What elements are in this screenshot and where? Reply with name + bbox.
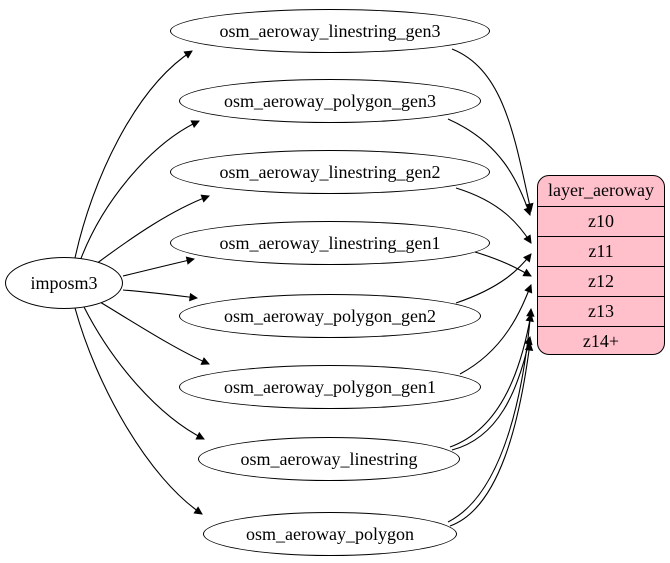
zoom-row-z14: z14+ (538, 326, 664, 354)
node-imposm3-label: imposm3 (30, 272, 98, 293)
table-label: osm_aeroway_linestring_gen1 (219, 232, 441, 253)
table-label: osm_aeroway_linestring_gen2 (219, 161, 441, 182)
zoom-row-z10: z10 (538, 206, 664, 236)
zoom-row-z12: z12 (538, 266, 664, 296)
node-osm_aeroway_linestring: osm_aeroway_linestring (198, 437, 460, 481)
layer-title: layer_aeroway (548, 180, 654, 200)
edge-osm_aeroway_polygon-z14 (449, 341, 534, 527)
edge-osm_aeroway_linestring_gen3-z10 (451, 48, 534, 212)
zoom-row-z13: z13 (538, 296, 664, 326)
node-osm_aeroway_polygon_gen1: osm_aeroway_polygon_gen1 (179, 365, 481, 409)
table-label: osm_aeroway_polygon_gen3 (224, 90, 436, 111)
table-label: osm_aeroway_polygon_gen2 (224, 305, 436, 326)
table-label: osm_aeroway_polygon (246, 523, 414, 544)
edge-imposm3-osm_aeroway_linestring_gen1 (122, 256, 195, 277)
table-label: osm_aeroway_polygon_gen1 (224, 376, 436, 397)
node-osm_aeroway_polygon: osm_aeroway_polygon (203, 512, 457, 556)
table-label: osm_aeroway_linestring_gen3 (219, 20, 441, 41)
edge-imposm3-osm_aeroway_linestring (83, 306, 205, 440)
edge-imposm3-osm_aeroway_polygon (74, 307, 203, 515)
node-osm_aeroway_linestring_gen1: osm_aeroway_linestring_gen1 (170, 221, 490, 265)
node-osm_aeroway_polygon_gen3: osm_aeroway_polygon_gen3 (179, 79, 481, 123)
edge-osm_aeroway_polygon_gen1-z12 (459, 284, 533, 375)
node-osm_aeroway_linestring_gen3: osm_aeroway_linestring_gen3 (170, 9, 490, 53)
edge-osm_aeroway_linestring_gen1-z12 (474, 251, 532, 277)
edge-imposm3-osm_aeroway_linestring_gen3 (74, 50, 193, 259)
node-osm_aeroway_polygon_gen2: osm_aeroway_polygon_gen2 (179, 294, 481, 338)
node-layer_aeroway: layer_aeroway z10 z11 z12 z13 z14+ (537, 175, 665, 355)
edge-osm_aeroway_polygon_gen2-z11 (455, 253, 532, 304)
node-imposm3: imposm3 (5, 257, 123, 309)
table-label: osm_aeroway_linestring (240, 448, 418, 469)
node-osm_aeroway_linestring_gen2: osm_aeroway_linestring_gen2 (170, 150, 490, 194)
edge-imposm3-osm_aeroway_polygon_gen2 (122, 289, 199, 302)
zoom-row-z11: z11 (538, 236, 664, 266)
edge-osm_aeroway_polygon-z13 (447, 307, 535, 523)
